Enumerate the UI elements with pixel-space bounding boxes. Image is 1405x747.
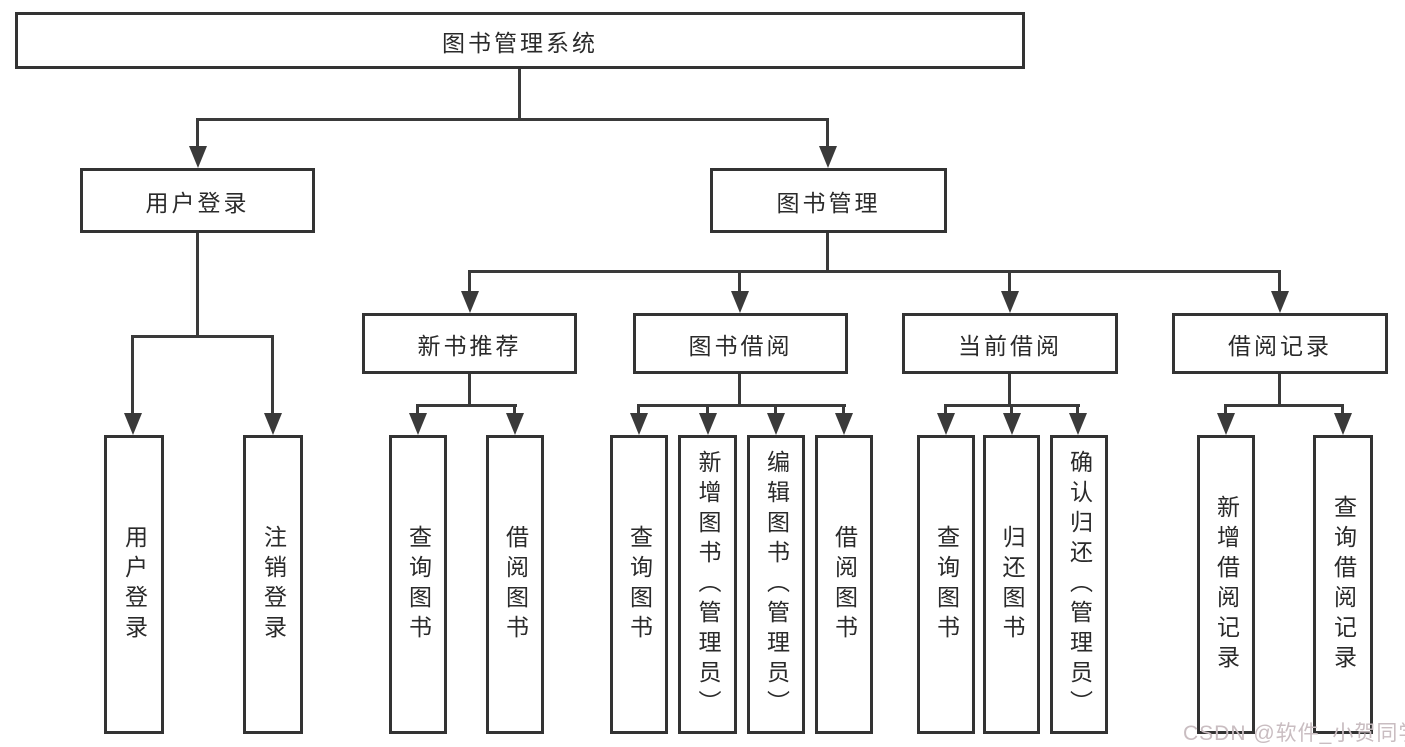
connector-arrow-shaft-current-borrow (1008, 270, 1011, 294)
connector-arrow-shaft-user-login (196, 118, 199, 149)
connector-arrow-shaft-query-books-3 (944, 404, 947, 415)
leaf-logout-label: 注销登录 (260, 524, 287, 645)
connector-arrow-shaft-add-book (706, 404, 709, 415)
connector-arrow-shaft-borrow-books-1 (513, 404, 516, 415)
connector-arrow-shaft-add-record (1224, 404, 1227, 415)
connector-arrow-shaft-edit-book (774, 404, 777, 415)
arrowhead-new-book (461, 291, 479, 313)
leaf-return-book-label: 归还图书 (999, 524, 1025, 645)
connector-user-login-bus (131, 335, 274, 338)
leaf-query-books-1-label: 查询图书 (405, 524, 432, 645)
arrowhead-query-books-1 (409, 413, 427, 435)
arrowhead-leaf-logout (264, 413, 282, 435)
leaf-add-book-label: 新增图书（管理员） (695, 449, 721, 720)
leaf-edit-book: 编辑图书（管理员） (747, 435, 805, 734)
arrowhead-add-record (1217, 413, 1235, 435)
arrowhead-leaf-user-login (124, 413, 142, 435)
node-new-book-recommend-label: 新书推荐 (417, 332, 522, 359)
node-root-system: 图书管理系统 (15, 12, 1025, 69)
connector-root-trunk (518, 69, 521, 120)
arrowhead-book-borrow (731, 291, 749, 313)
arrowhead-query-record (1334, 413, 1352, 435)
node-book-borrow-label: 图书借阅 (688, 332, 793, 359)
connector-book-borrow-trunk (738, 374, 741, 406)
node-new-book-recommend: 新书推荐 (362, 313, 577, 374)
connector-arrow-shaft-book-borrow (738, 270, 741, 294)
arrowhead-confirm-return (1069, 413, 1087, 435)
connector-arrow-shaft-leaf-user-login (131, 335, 134, 415)
node-user-login-label: 用户登录 (145, 189, 250, 216)
leaf-query-books-3: 查询图书 (917, 435, 975, 734)
leaf-edit-book-label: 编辑图书（管理员） (763, 449, 790, 720)
arrowhead-borrow-books-2 (835, 413, 853, 435)
connector-arrow-shaft-query-books-2 (637, 404, 640, 415)
leaf-borrow-books-1: 借阅图书 (486, 435, 544, 734)
leaf-return-book: 归还图书 (983, 435, 1040, 734)
leaf-confirm-return: 确认归还（管理员） (1050, 435, 1108, 734)
leaf-query-books-2: 查询图书 (610, 435, 668, 734)
arrowhead-query-books-2 (630, 413, 648, 435)
watermark: CSDN @软件_小贺同学 (1183, 722, 1405, 745)
connector-borrow-records-bus (1224, 404, 1344, 407)
connector-user-login-trunk (196, 233, 199, 337)
leaf-user-login: 用户登录 (104, 435, 164, 734)
arrowhead-return-book (1003, 413, 1021, 435)
connector-arrow-shaft-query-record (1341, 404, 1344, 415)
leaf-logout: 注销登录 (243, 435, 303, 734)
leaf-query-books-2-label: 查询图书 (626, 524, 653, 645)
arrowhead-edit-book (767, 413, 785, 435)
arrowhead-user-login (189, 146, 207, 168)
connector-arrow-shaft-borrow-records (1278, 270, 1281, 294)
connector-arrow-shaft-query-books-1 (416, 404, 419, 415)
arrowhead-query-books-3 (937, 413, 955, 435)
connector-level2-bus (196, 118, 829, 121)
connector-book-borrow-bus (637, 404, 846, 407)
node-book-management-label: 图书管理 (776, 189, 881, 216)
node-book-borrow: 图书借阅 (633, 313, 848, 374)
node-borrow-records-label: 借阅记录 (1228, 332, 1332, 359)
leaf-query-books-3-label: 查询图书 (933, 524, 960, 645)
leaf-borrow-books-2: 借阅图书 (815, 435, 873, 734)
connector-current-borrow-trunk (1008, 374, 1011, 406)
connector-arrow-shaft-confirm-return (1076, 404, 1079, 415)
leaf-confirm-return-label: 确认归还（管理员） (1066, 449, 1093, 720)
node-borrow-records: 借阅记录 (1172, 313, 1388, 374)
connector-arrow-shaft-book-management (826, 118, 829, 149)
connector-new-book-bus (416, 404, 517, 407)
connector-level3-bus (468, 270, 1281, 273)
leaf-add-borrow-record: 新增借阅记录 (1197, 435, 1255, 734)
arrowhead-current-borrow (1001, 291, 1019, 313)
connector-arrow-shaft-borrow-books-2 (842, 404, 845, 415)
arrowhead-add-book (699, 413, 717, 435)
node-root-system-label: 图书管理系统 (442, 29, 598, 56)
node-current-borrow: 当前借阅 (902, 313, 1118, 374)
node-book-management: 图书管理 (710, 168, 947, 233)
leaf-query-borrow-record-label: 查询借阅记录 (1330, 494, 1357, 675)
connector-new-book-trunk (468, 374, 471, 406)
leaf-borrow-books-1-label: 借阅图书 (502, 524, 529, 645)
connector-arrow-shaft-return-book (1010, 404, 1013, 415)
connector-book-management-trunk (826, 233, 829, 272)
connector-borrow-records-trunk (1278, 374, 1281, 406)
node-user-login: 用户登录 (80, 168, 315, 233)
connector-arrow-shaft-leaf-logout (271, 335, 274, 415)
connector-arrow-shaft-new-book (468, 270, 471, 294)
arrowhead-book-management (819, 146, 837, 168)
leaf-borrow-books-2-label: 借阅图书 (831, 524, 858, 645)
node-current-borrow-label: 当前借阅 (958, 332, 1062, 359)
leaf-query-books-1: 查询图书 (389, 435, 447, 734)
leaf-user-login-label: 用户登录 (121, 524, 148, 645)
arrowhead-borrow-records (1271, 291, 1289, 313)
leaf-add-borrow-record-label: 新增借阅记录 (1213, 494, 1240, 675)
arrowhead-borrow-books-1 (506, 413, 524, 435)
leaf-add-book: 新增图书（管理员） (678, 435, 737, 734)
leaf-query-borrow-record: 查询借阅记录 (1313, 435, 1373, 734)
